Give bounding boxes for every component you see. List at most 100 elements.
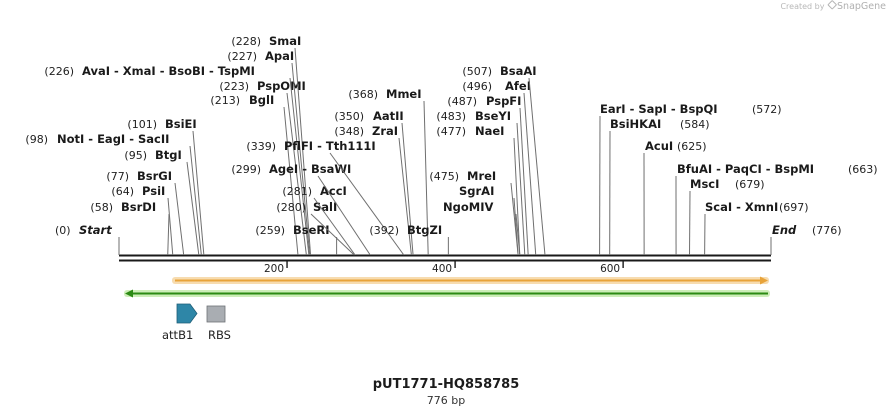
attb1-feature-label: attB1 bbox=[162, 328, 193, 342]
rbs-feature-label: RBS bbox=[208, 328, 231, 342]
site-name-label: SgrAI bbox=[459, 184, 494, 198]
site-position-label: (663) bbox=[848, 163, 878, 176]
site-position-label: (280) bbox=[276, 201, 306, 214]
site-name-label: BsiHKAI bbox=[610, 117, 661, 131]
site-connector bbox=[519, 107, 529, 256]
site-position-label: (299) bbox=[231, 163, 261, 176]
site-position-label: (697) bbox=[779, 201, 809, 214]
site-position-label: (259) bbox=[255, 224, 285, 237]
plasmid-name: pUT1771-HQ858785 bbox=[372, 377, 520, 392]
site-name-label: BsiEI bbox=[165, 117, 197, 131]
site-position-label: (584) bbox=[680, 118, 710, 131]
site-position-label: (228) bbox=[231, 35, 261, 48]
ruler-tick-label: 200 bbox=[264, 263, 284, 275]
site-position-label: (58) bbox=[90, 201, 113, 214]
site-connector bbox=[283, 106, 299, 256]
site-name-label: AvaI - XmaI - BsoBI - TspMI bbox=[82, 64, 255, 78]
site-connector bbox=[294, 47, 312, 256]
site-name-label: BfuAI - PaqCI - BspMI bbox=[677, 162, 814, 176]
site-name-label: AccI bbox=[320, 184, 347, 198]
site-position-label: (101) bbox=[127, 118, 157, 131]
site-name-label: SmaI bbox=[269, 34, 301, 48]
site-connector bbox=[513, 137, 521, 256]
ruler-tick-label: 600 bbox=[600, 263, 620, 275]
site-connector bbox=[401, 122, 414, 256]
site-name-label: BtgZI bbox=[407, 223, 442, 237]
site-position-label: (572) bbox=[752, 103, 782, 116]
site-connector bbox=[286, 92, 307, 256]
site-connector bbox=[167, 197, 174, 256]
site-position-label: (477) bbox=[436, 125, 466, 138]
site-position-label: (226) bbox=[44, 65, 74, 78]
site-position-label: (227) bbox=[227, 50, 257, 63]
site-name-label: AatII bbox=[373, 109, 404, 123]
site-name-label: NaeI bbox=[475, 124, 504, 138]
site-connector bbox=[192, 130, 205, 256]
credit-prefix: Created by bbox=[780, 2, 825, 11]
credit-brand: SnapGene bbox=[837, 1, 886, 12]
site-position-label: (348) bbox=[334, 125, 364, 138]
site-position-label: (496) bbox=[462, 80, 492, 93]
site-name-label: AfeI bbox=[505, 79, 531, 93]
site-position-label: (64) bbox=[111, 185, 134, 198]
site-position-label: (483) bbox=[436, 110, 466, 123]
site-connector bbox=[423, 100, 429, 256]
site-name-label: EarI - SapI - BspQI bbox=[600, 102, 718, 116]
site-name-label: ZraI bbox=[372, 124, 398, 138]
end-label: End bbox=[772, 223, 797, 237]
ruler-tick-label: 400 bbox=[432, 263, 452, 275]
attb1-feature-arrow bbox=[176, 303, 198, 324]
site-connector bbox=[516, 122, 526, 256]
site-name-label: NotI - EagI - SacII bbox=[57, 132, 169, 146]
end-position-label: (0) bbox=[55, 224, 71, 237]
site-connector bbox=[289, 77, 310, 256]
site-name-label: ScaI - XmnI bbox=[705, 200, 778, 214]
site-position-label: (77) bbox=[106, 170, 129, 183]
site-name-label: BsrGI bbox=[137, 169, 172, 183]
site-name-label: BseRI bbox=[293, 223, 330, 237]
site-name-label: ApaI bbox=[265, 49, 294, 63]
site-name-label: AgeI - BsaWI bbox=[269, 162, 351, 176]
site-name-label: MmeI bbox=[386, 87, 422, 101]
site-name-label: BsaAI bbox=[500, 64, 537, 78]
app-credit: Created by SnapGene bbox=[780, 0, 886, 12]
site-connector bbox=[186, 161, 200, 256]
site-position-label: (368) bbox=[348, 88, 378, 101]
site-connector bbox=[398, 137, 412, 256]
site-connector bbox=[329, 152, 405, 256]
site-name-label: BseYI bbox=[475, 109, 511, 123]
start-label: Start bbox=[79, 223, 112, 237]
site-position-label: (95) bbox=[124, 149, 147, 162]
site-name-label: BtgI bbox=[155, 148, 182, 162]
site-position-label: (223) bbox=[219, 80, 249, 93]
site-connector bbox=[313, 197, 356, 256]
site-name-label: PflFI - Tth111I bbox=[284, 139, 376, 153]
site-connector bbox=[291, 62, 311, 256]
site-name-label: MreI bbox=[467, 169, 496, 183]
site-name-label: PsiI bbox=[142, 184, 165, 198]
rbs-feature-box bbox=[206, 305, 226, 323]
site-position-label: (392) bbox=[369, 224, 399, 237]
site-connector bbox=[317, 175, 371, 256]
site-position-label: (98) bbox=[25, 133, 48, 146]
site-connector bbox=[174, 182, 185, 256]
plasmid-length: 776 bp bbox=[426, 394, 466, 407]
site-connector bbox=[515, 213, 521, 256]
site-position-label: (350) bbox=[334, 110, 364, 123]
orf-reverse-arrowhead bbox=[125, 289, 133, 298]
site-name-label: NgoMIV bbox=[443, 200, 493, 214]
site-connector bbox=[689, 190, 691, 256]
site-position-label: (679) bbox=[735, 178, 765, 191]
site-name-label: SalI bbox=[313, 200, 337, 214]
site-position-label: (625) bbox=[677, 140, 707, 153]
site-connector bbox=[523, 92, 537, 256]
site-name-label: BsrDI bbox=[121, 200, 156, 214]
site-position-label: (487) bbox=[447, 95, 477, 108]
site-position-label: (507) bbox=[462, 65, 492, 78]
site-connector bbox=[528, 77, 546, 256]
site-connector bbox=[513, 197, 519, 256]
site-position-label: (213) bbox=[210, 94, 240, 107]
site-position-label: (475) bbox=[429, 170, 459, 183]
